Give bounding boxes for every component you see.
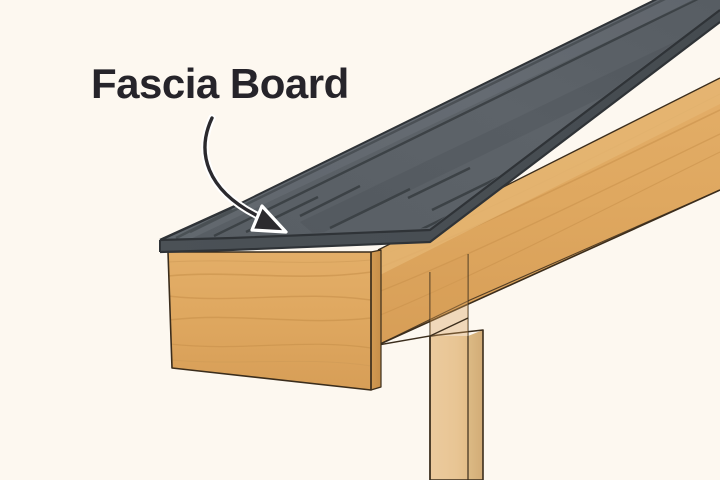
page-title: Fascia Board [91,60,349,107]
support-beam [377,77,720,346]
fascia-board [167,249,382,391]
vertical-post [429,329,484,480]
arrowhead-icon [250,204,288,234]
curved-arrow [201,114,288,234]
